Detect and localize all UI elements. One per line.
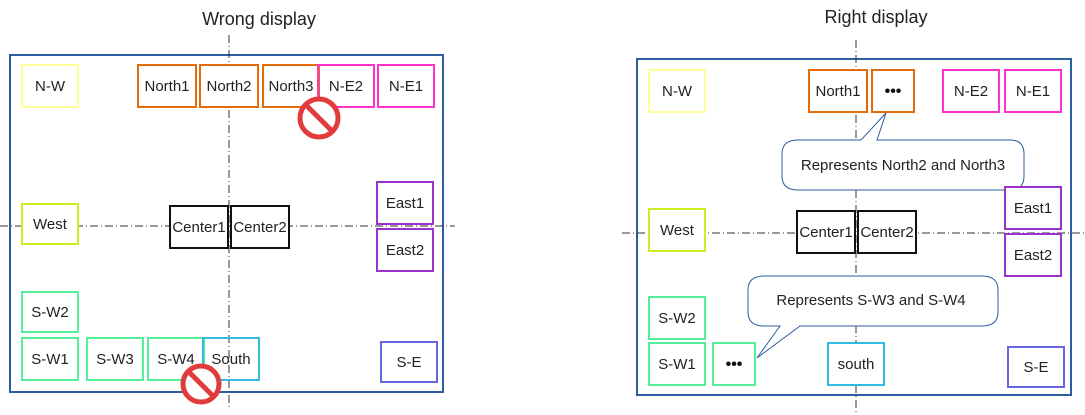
right-box-west: [648, 208, 706, 252]
wrong-box-east2: [376, 228, 434, 272]
wrong-box-east1-label: East1: [386, 195, 424, 212]
wrong-box-center1: [169, 205, 229, 249]
wrong-display-frame: [9, 54, 444, 393]
right-box-west-label: West: [660, 222, 695, 239]
wrong-box-ne1: [377, 64, 435, 108]
right-box-north-more: [871, 69, 915, 113]
ellipsis-icon: •••: [885, 83, 902, 100]
wrong-box-center2: [230, 205, 290, 249]
wrong-box-se-label: S-E: [396, 354, 421, 371]
wrong-box-nw: [21, 64, 79, 108]
right-box-sw1: [648, 342, 706, 386]
right-box-sw2: [648, 296, 706, 340]
right-box-east2: [1004, 233, 1062, 277]
wrong-box-north2-label: North2: [206, 78, 251, 95]
wrong-box-center2-label: Center2: [233, 219, 286, 236]
wrong-box-east2-label: East2: [386, 242, 424, 259]
right-box-ne2-label: N-E2: [954, 83, 988, 100]
right-box-sw-more: [712, 342, 756, 386]
wrong-box-south-label: South: [211, 351, 250, 368]
wrong-box-south: [202, 337, 260, 381]
wrong-box-ne2-label: N-E2: [329, 78, 363, 95]
no-entry-icon: [297, 96, 341, 140]
wrong-display-panel: Wrong display N-W North1 North2 North3 N…: [0, 9, 455, 408]
wrong-box-west: [21, 203, 79, 245]
right-box-south-label: south: [838, 356, 875, 373]
wrong-box-ne2: [317, 64, 375, 108]
wrong-display-title: Wrong display: [202, 9, 316, 29]
wrong-box-sw3: [86, 337, 144, 381]
wrong-box-sw3-label: S-W3: [96, 351, 134, 368]
right-box-sw2-label: S-W2: [658, 310, 696, 327]
callout-southwest-text: Represents S-W3 and S-W4: [776, 292, 965, 309]
right-box-east1: [1004, 186, 1062, 230]
callout-north: [781, 112, 1025, 191]
right-box-nw-label: N-W: [662, 83, 693, 100]
wrong-box-east1: [376, 181, 434, 225]
right-box-ne1: [1004, 69, 1062, 113]
wrong-box-center1-label: Center1: [172, 219, 225, 236]
right-box-ne1-label: N-E1: [1016, 83, 1050, 100]
callout-southwest: [747, 275, 999, 359]
wrong-box-sw2: [21, 291, 79, 333]
wrong-box-se: [380, 341, 438, 383]
wrong-box-north1-label: North1: [144, 78, 189, 95]
right-box-east2-label: East2: [1014, 247, 1052, 264]
right-display-frame: [636, 58, 1072, 396]
wrong-box-sw1: [21, 337, 79, 381]
wrong-box-north3-label: North3: [268, 78, 313, 95]
wrong-box-sw4-label: S-W4: [157, 351, 195, 368]
right-box-north1-label: North1: [815, 83, 860, 100]
right-display-panel: Right display N-W North1 ••• N-E2 N-E1 R…: [622, 7, 1085, 412]
right-box-ne2: [942, 69, 1000, 113]
wrong-box-sw2-label: S-W2: [31, 304, 69, 321]
right-box-se-label: S-E: [1023, 359, 1048, 376]
right-box-east1-label: East1: [1014, 200, 1052, 217]
right-box-center2: [857, 210, 917, 254]
callout-north-text: Represents North2 and North3: [801, 157, 1005, 174]
right-display-title: Right display: [824, 7, 927, 27]
right-box-sw1-label: S-W1: [658, 356, 696, 373]
wrong-box-north2: [199, 64, 259, 108]
right-box-center1-label: Center1: [799, 224, 852, 241]
ellipsis-icon: •••: [726, 356, 743, 373]
wrong-box-west-label: West: [33, 216, 68, 233]
wrong-box-ne1-label: N-E1: [389, 78, 423, 95]
wrong-box-sw1-label: S-W1: [31, 351, 69, 368]
right-box-se: [1007, 346, 1065, 388]
right-box-center2-label: Center2: [860, 224, 913, 241]
right-box-center1: [796, 210, 856, 254]
right-box-north1: [808, 69, 868, 113]
right-box-south: [827, 342, 885, 386]
wrong-box-nw-label: N-W: [35, 78, 66, 95]
right-box-nw: [648, 69, 706, 113]
no-entry-icon: [180, 363, 222, 405]
wrong-box-north1: [137, 64, 197, 108]
